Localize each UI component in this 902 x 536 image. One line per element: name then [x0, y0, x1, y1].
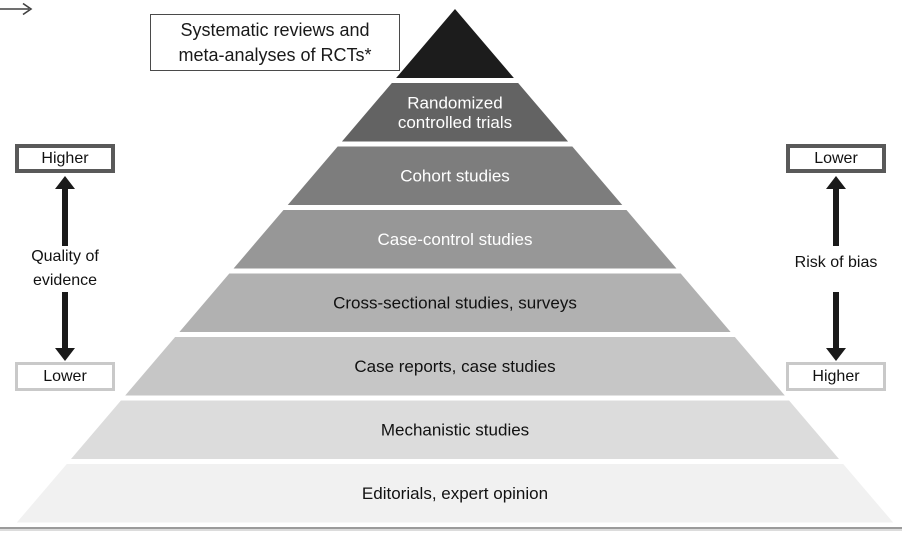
callout-line2: meta-analyses of RCTs* — [178, 44, 372, 65]
arrow-shaft — [833, 187, 839, 246]
pyramid-label-cohort-studies: Cohort studies — [400, 166, 510, 185]
pyramid-label-case-control-studies: Case-control studies — [378, 230, 533, 249]
pyramid-level-cross-sectional-studies — [179, 273, 731, 332]
left-scale-lower-box: Lower — [15, 362, 115, 391]
left-scale-lower-label: Lower — [43, 367, 87, 385]
pyramid-label-case-reports-case-studies: Case reports, case studies — [354, 357, 555, 376]
arrow-shaft — [833, 292, 839, 350]
pyramid-level-mechanistic-studies — [71, 400, 839, 459]
quality-of-evidence-label: Quality of evidence — [31, 248, 99, 289]
callout-line1: Systematic reviews and — [180, 19, 370, 40]
arrowhead — [826, 176, 846, 189]
arrow-shaft — [62, 187, 68, 246]
right-scale-higher-box: Higher — [786, 362, 886, 391]
pyramid-level-cohort-studies — [287, 146, 623, 205]
pyramid-label-editorials-expert-opinion: Editorials, expert opinion — [362, 484, 548, 503]
pyramid-level-case-reports-case-studies — [125, 337, 785, 396]
bottom-baseline — [0, 527, 902, 529]
bottom-baseline-shadow — [0, 529, 902, 531]
right-up-arrow-icon — [826, 176, 846, 246]
right-scale-lower-label: Lower — [814, 149, 858, 167]
right-scale-lower-box: Lower — [786, 144, 886, 173]
left-scale-higher-box: Higher — [15, 144, 115, 173]
risk-of-bias-label: Risk of bias — [794, 254, 878, 271]
pyramid-level-systematic-reviews-apex — [396, 9, 514, 78]
pyramid-label-mechanistic-studies: Mechanistic studies — [381, 420, 529, 439]
left-up-arrow-icon — [55, 176, 75, 246]
callout-systematic-reviews: Systematic reviews and meta-analyses of … — [150, 14, 400, 71]
pyramid-label-cross-sectional-studies: Cross-sectional studies, surveys — [333, 293, 577, 312]
arrow-shaft — [62, 292, 68, 350]
right-scale-higher-label: Higher — [812, 367, 860, 385]
left-down-arrow-icon — [55, 292, 75, 361]
pyramid-level-case-control-studies — [233, 210, 677, 269]
pyramid-level-editorials-expert-opinion — [16, 464, 894, 523]
arrowhead — [55, 176, 75, 189]
left-scale-higher-label: Higher — [41, 149, 89, 167]
pyramid-level-randomized-controlled-trials — [341, 83, 569, 142]
arrowhead — [826, 348, 846, 361]
right-down-arrow-icon — [826, 292, 846, 361]
arrowhead — [55, 348, 75, 361]
callout-arrow-icon — [0, 2, 33, 16]
